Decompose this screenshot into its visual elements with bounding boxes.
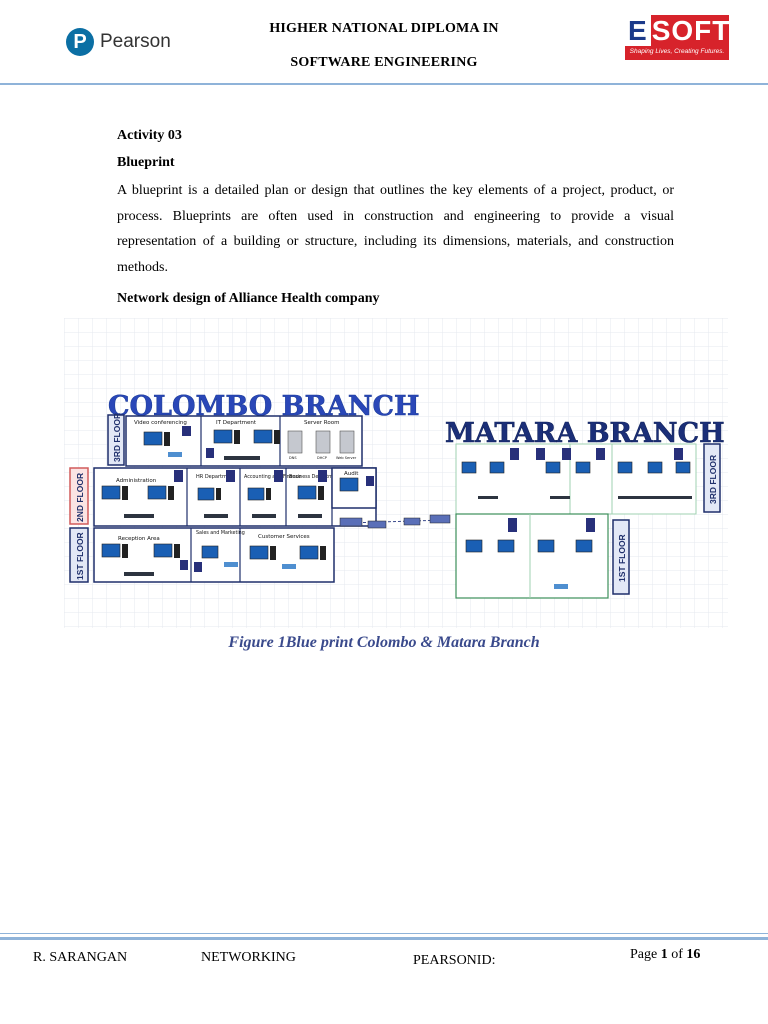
blueprint-heading: Blueprint [117, 155, 175, 170]
svg-text:1ST FLOOR: 1ST FLOOR [617, 534, 627, 582]
room-video-conferencing: Video conferencing [134, 420, 187, 426]
colombo-3rd-floor-label: 3RD FLOOR [107, 413, 125, 466]
pearson-logo-mark: P [66, 28, 94, 56]
footer-pearson-id: PEARSONID: [413, 953, 496, 968]
network-design-heading: Network design of Alliance Health compan… [117, 291, 380, 306]
room-hr-department: HR Department [196, 474, 235, 480]
blueprint-paragraph: A blueprint is a detailed plan or design… [117, 183, 674, 275]
header-title-line2: SOFTWARE ENGINEERING [290, 55, 478, 70]
activity-heading: Activity 03 [117, 128, 182, 143]
header-title-line1: HIGHER NATIONAL DIPLOMA IN [269, 21, 499, 36]
svg-text:3RD FLOOR: 3RD FLOOR [112, 413, 122, 462]
matara-3rd-floor [455, 443, 697, 515]
footer-divider-thin [0, 933, 768, 934]
svg-text:Audit: Audit [344, 471, 359, 477]
svg-text:2ND FLOOR: 2ND FLOOR [75, 473, 85, 522]
footer-divider-thick [0, 937, 768, 940]
figure-caption: Figure 1Blue print Colombo & Matara Bran… [228, 634, 540, 651]
matara-1st-floor-label: 1ST FLOOR [612, 519, 630, 595]
wan-link [339, 514, 451, 529]
matara-1st-floor [455, 513, 609, 599]
svg-text:DNS: DNS [289, 456, 297, 460]
colombo-2nd-floor-label: 2ND FLOOR [69, 467, 89, 525]
colombo-2nd-floor: Administration HR Department Accounting … [93, 467, 377, 527]
room-it-department: IT Department [216, 420, 257, 426]
footer-page-number: Page 1 of 16 [630, 947, 701, 962]
matara-3rd-floor-label: 3RD FLOOR [703, 443, 721, 513]
header-divider [0, 83, 768, 85]
room-customer-services: Customer Services [258, 534, 310, 540]
colombo-audit-room: Audit [331, 467, 377, 509]
esoft-tagline: Shaping Lives, Creating Futures. [629, 48, 725, 55]
room-reception-area: Reception Area [118, 536, 160, 542]
svg-text:DHCP: DHCP [317, 456, 327, 460]
network-blueprint-diagram: COLOMBO BRANCH MATARA BRANCH 3RD FLOOR 2… [64, 318, 728, 628]
pearson-logo: P Pearson [66, 28, 171, 56]
pearson-logo-text: Pearson [100, 31, 171, 52]
svg-text:Web Server: Web Server [336, 456, 357, 460]
colombo-1st-floor-label: 1ST FLOOR [69, 527, 89, 583]
colombo-3rd-floor: Video conferencing IT Department Server … [125, 415, 363, 467]
svg-text:1ST FLOOR: 1ST FLOOR [75, 532, 85, 580]
room-sales-marketing: Sales and Marketing [196, 530, 245, 536]
room-business-department: Business Department [289, 474, 341, 480]
footer-author-name: R. SARANGAN [33, 950, 128, 965]
footer-module: NETWORKING [201, 950, 296, 965]
room-administration: Administration [116, 478, 157, 484]
colombo-1st-floor: Reception Area Sales and Marketing Custo… [93, 527, 335, 583]
room-accounting-finance: Accounting and Finance [244, 474, 301, 480]
svg-text:3RD FLOOR: 3RD FLOOR [708, 455, 718, 504]
room-server-room: Server Room [304, 420, 339, 426]
